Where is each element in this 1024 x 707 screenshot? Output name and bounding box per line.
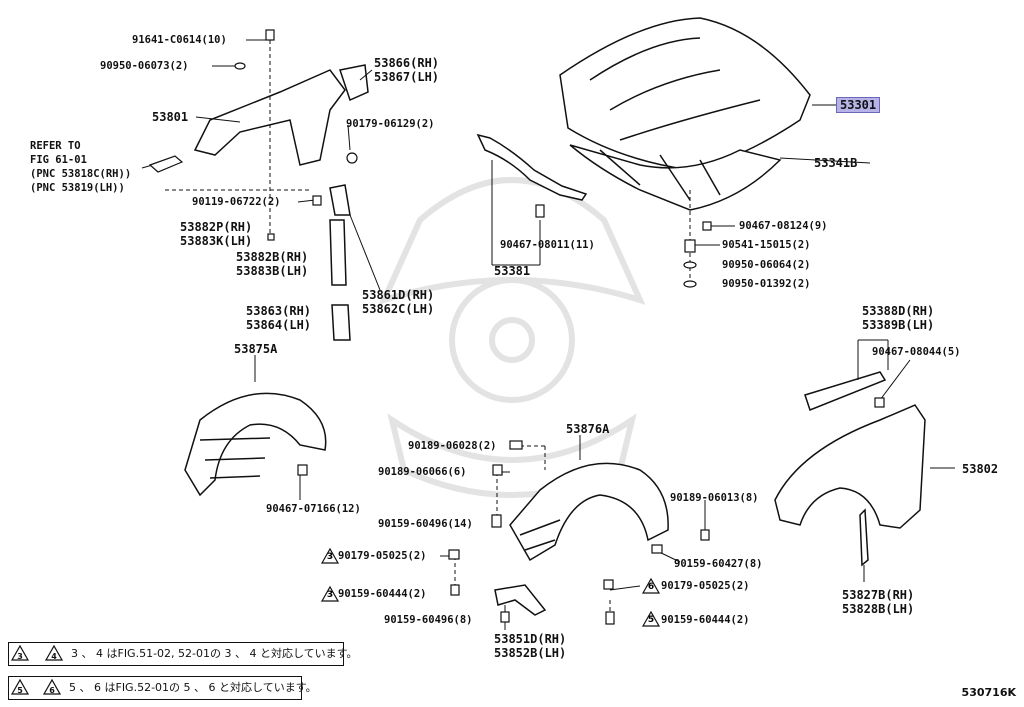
callout-53389b[interactable]: 53389B(LH) (862, 318, 935, 332)
triangle-numbers: 3 4 5 6 (17, 652, 57, 695)
callout-53867[interactable]: 53867(LH) (374, 70, 440, 84)
callout-53852b[interactable]: 53852B(LH) (494, 646, 567, 660)
callout-90179-05025-right[interactable]: 90179-05025(2) (661, 580, 750, 592)
callout-53883k[interactable]: 53883K(LH) (180, 234, 253, 248)
callout-90541-15015[interactable]: 90541-15015(2) (722, 239, 811, 251)
callout-53828b[interactable]: 53828B(LH) (842, 602, 915, 616)
callout-53863[interactable]: 53863(RH) (246, 304, 312, 318)
note-triangle-3: 3 (17, 652, 23, 661)
note-triangle-4: 4 (51, 652, 57, 661)
triangle-3-upper: 3 (326, 552, 334, 562)
callout-53801[interactable]: 53801 (152, 110, 189, 124)
hood-drawing (559, 17, 811, 211)
callout-53802[interactable]: 53802 (962, 462, 999, 476)
callout-90159-60427[interactable]: 90159-60427(8) (674, 558, 763, 570)
callout-53862c[interactable]: 53862C(LH) (362, 302, 435, 316)
footnote-text-2: 5 、 6 はFIG.52-01の 5 、 6 と対応しています。 (69, 681, 317, 694)
callout-53827b[interactable]: 53827B(RH) (842, 588, 915, 602)
callout-90189-06028[interactable]: 90189-06028(2) (408, 440, 497, 452)
watermark-emblem (378, 177, 646, 498)
refer-to-line4: (PNC 53819(LH)) (30, 182, 125, 194)
footnote-text-1: 3 、 4 はFIG.51-02, 52-01の 3 、 4 と対応しています。 (71, 647, 358, 660)
triangle-markers (10, 547, 661, 695)
callout-53301-highlighted[interactable]: 53301 (836, 97, 881, 113)
leader-lines (141, 39, 955, 630)
callout-90467-07166[interactable]: 90467-07166(12) (266, 503, 361, 515)
callout-90179-06129[interactable]: 90179-06129(2) (346, 118, 435, 130)
fender-drawing (774, 371, 926, 567)
callout-53882b[interactable]: 53882B(RH) (236, 250, 309, 264)
footnote-box-1: 3 、 4 はFIG.51-02, 52-01の 3 、 4 と対応しています。 (8, 642, 358, 666)
callout-90950-01392[interactable]: 90950-01392(2) (722, 278, 811, 290)
bracket-drawing (494, 584, 547, 616)
triangle-5: 5 (647, 615, 655, 625)
callout-90119-06722[interactable]: 90119-06722(2) (192, 196, 281, 208)
callout-90467-08044[interactable]: 90467-08044(5) (872, 346, 961, 358)
note-triangle-5: 5 (17, 686, 23, 695)
fender-liner-right-drawing (509, 462, 669, 562)
refer-to-line2[interactable]: FIG 61-01 (30, 154, 87, 166)
callout-90159-60496-8[interactable]: 90159-60496(8) (384, 614, 473, 626)
callout-53882p[interactable]: 53882P(RH) (180, 220, 253, 234)
callout-53866[interactable]: 53866(RH) (374, 56, 440, 70)
callout-90467-08011[interactable]: 90467-08011(11) (500, 239, 595, 251)
callout-53851d[interactable]: 53851D(RH) (494, 632, 567, 646)
callout-53883b[interactable]: 53883B(LH) (236, 264, 309, 278)
callout-90467-08124[interactable]: 90467-08124(9) (739, 220, 828, 232)
triangle-3-lower: 3 (326, 590, 334, 600)
callout-90179-05025-left[interactable]: 90179-05025(2) (338, 550, 427, 562)
callout-90189-06066[interactable]: 90189-06066(6) (378, 466, 467, 478)
callout-90950-06064[interactable]: 90950-06064(2) (722, 259, 811, 271)
callout-90159-60444-left[interactable]: 90159-60444(2) (338, 588, 427, 600)
hood-seal-drawing (476, 133, 588, 201)
callout-90159-60496-14[interactable]: 90159-60496(14) (378, 518, 473, 530)
callout-90189-06013[interactable]: 90189-06013(8) (670, 492, 759, 504)
refer-to-line3: (PNC 53818C(RH)) (30, 168, 132, 180)
callout-53341b[interactable]: 53341B (814, 156, 858, 170)
fastener-markers (148, 29, 885, 625)
triangle-6: 6 (647, 582, 655, 592)
callout-53864[interactable]: 53864(LH) (246, 318, 312, 332)
callout-53388d[interactable]: 53388D(RH) (862, 304, 935, 318)
callout-90159-60444-right[interactable]: 90159-60444(2) (661, 614, 750, 626)
callout-53381[interactable]: 53381 (494, 264, 531, 278)
callout-53876a[interactable]: 53876A (566, 422, 610, 436)
refer-to-line1: REFER TO (30, 140, 81, 152)
fender-liner-left-drawing (184, 392, 327, 497)
callout-53861d[interactable]: 53861D(RH) (362, 288, 435, 302)
figure-code: 530716K (961, 686, 1016, 699)
callout-53875a[interactable]: 53875A (234, 342, 278, 356)
callout-90950-06073[interactable]: 90950-06073(2) (100, 60, 189, 72)
note-triangle-6: 6 (49, 686, 55, 695)
footnote-box-2: 5 、 6 はFIG.52-01の 5 、 6 と対応しています。 (8, 676, 317, 700)
callout-91641-c0614[interactable]: 91641-C0614(10) (132, 34, 227, 46)
